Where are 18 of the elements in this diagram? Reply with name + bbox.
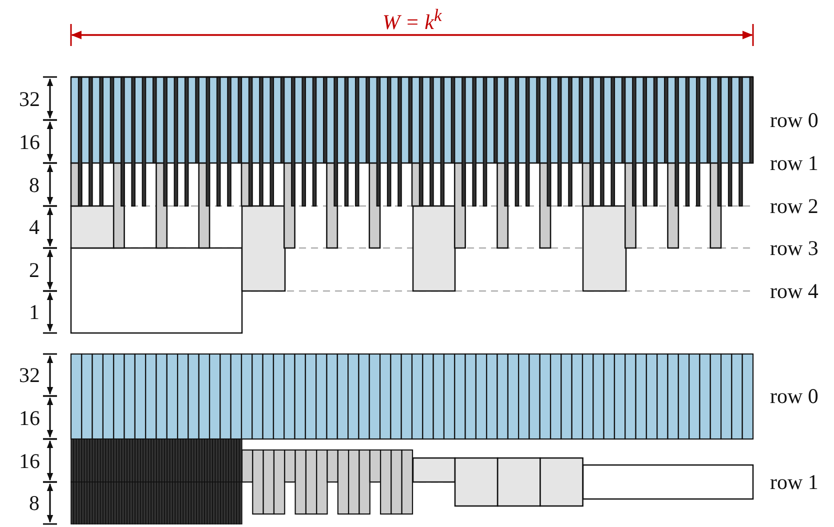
row-label: row 0 [770, 384, 818, 408]
row-label: row 0 [770, 108, 818, 132]
height-label: 16 [19, 448, 40, 472]
height-label: 2 [29, 258, 40, 282]
row-label: row 2 [770, 194, 818, 218]
height-label: 4 [29, 215, 40, 239]
height-label: 1 [29, 300, 40, 324]
row-label: row 1 [770, 470, 818, 494]
height-label: 8 [29, 491, 40, 515]
row-label: row 3 [770, 236, 818, 260]
height-label: 16 [19, 406, 40, 430]
height-label: 32 [19, 363, 40, 387]
height-label: 8 [29, 172, 40, 196]
width-label: W = k$^{k}$ [382, 4, 442, 34]
row-label: row 4 [770, 279, 818, 303]
row-label: row 1 [770, 151, 818, 175]
height-label: 32 [19, 86, 40, 110]
height-label: 16 [19, 130, 40, 154]
